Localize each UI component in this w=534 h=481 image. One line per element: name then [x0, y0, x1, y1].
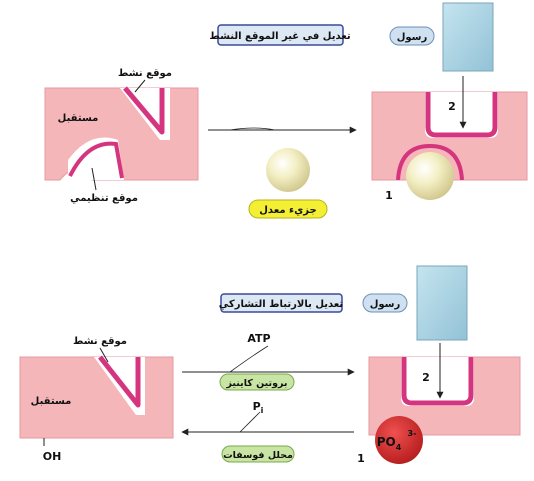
atp-label: ATP	[247, 332, 270, 345]
bottom-active-site-label: موقع نشط	[73, 336, 127, 347]
top-modulator-ball	[266, 148, 310, 192]
bottom-step1: 1	[357, 452, 365, 465]
top-step2: 2	[448, 100, 456, 113]
top-modulator-pill: جزيء معدل	[248, 199, 328, 219]
top-receptor-active	[371, 91, 528, 181]
phosphate-label: PO4	[377, 435, 402, 452]
top-step1: 1	[385, 189, 393, 202]
phosphate-charge: 3-	[408, 429, 417, 438]
bottom-active-site-leader	[99, 347, 109, 363]
top-bound-modulator	[406, 152, 454, 200]
top-title: تعديل في غير الموقع النشط	[209, 31, 351, 42]
bottom-messenger-label: رسول	[370, 299, 401, 310]
top-regulatory-site-label: موقع تنظيمي	[70, 193, 138, 204]
bottom-receptor-label: مستقبل	[31, 396, 72, 407]
top-receptor-inactive	[44, 86, 199, 181]
bottom-step2: 2	[422, 371, 430, 384]
top-title-box: تعديل في غير الموقع النشط	[209, 24, 351, 46]
pi-curve	[239, 411, 261, 433]
pi-label: Pi	[253, 400, 264, 415]
top-receptor-label: مستقبل	[58, 113, 99, 124]
top-messenger-label: رسول	[397, 32, 428, 43]
phosphate-group	[375, 416, 423, 464]
top-regulatory-leader	[91, 167, 97, 191]
bottom-receptor-inactive	[19, 355, 174, 439]
bottom-title-box: تعديل بالارتباط التشاركي	[219, 293, 344, 313]
bottom-oh-label: OH	[43, 450, 62, 463]
top-active-site-leader	[134, 79, 146, 93]
kinase-label: بروتين كاينيز	[225, 378, 287, 389]
bottom-messenger-pill: رسول	[362, 293, 408, 313]
bottom-messenger-block	[416, 265, 468, 341]
top-modulator-label: جزيء معدل	[259, 205, 316, 216]
phosphatase-pill: محلل فوسفات	[221, 445, 295, 463]
top-active-site-label: موقع نشط	[118, 68, 172, 79]
top-messenger-block	[442, 2, 494, 72]
kinase-pill: بروتين كاينيز	[219, 373, 295, 391]
bottom-title: تعديل بالارتباط التشاركي	[219, 299, 344, 310]
phosphatase-label: محلل فوسفات	[223, 450, 293, 461]
atp-curve	[229, 345, 269, 373]
top-arrow-curve	[229, 127, 276, 131]
top-messenger-pill: رسول	[389, 26, 435, 46]
bottom-receptor-active	[368, 356, 521, 436]
